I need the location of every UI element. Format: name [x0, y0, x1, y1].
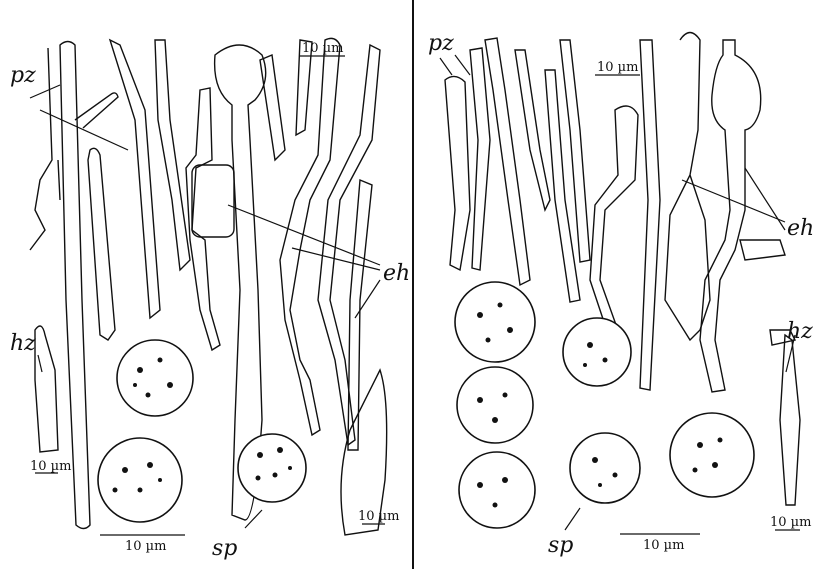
right-hyphae — [444, 31, 801, 506]
pointer-arrows — [29, 54, 796, 531]
label-sp: sp — [212, 536, 237, 561]
right-spores — [454, 281, 755, 529]
scale-bar-label: 10 µm — [643, 538, 684, 553]
label-pz: pz — [10, 63, 36, 88]
scale-bar-label: 10 µm — [302, 41, 343, 56]
spore — [97, 437, 183, 523]
spore — [569, 432, 641, 504]
spore — [454, 281, 536, 363]
label-pz: pz — [428, 31, 454, 56]
label-sp: sp — [548, 533, 573, 558]
label-eh: eh — [383, 261, 410, 286]
spore — [562, 317, 632, 387]
scale-bar-label: 10 µm — [770, 515, 811, 530]
label-eh: eh — [787, 216, 814, 241]
left-spores — [97, 339, 307, 523]
spore — [237, 433, 307, 503]
spore — [116, 339, 194, 417]
left-hyphae — [29, 37, 388, 536]
spore — [669, 412, 755, 498]
label-hz: hz — [787, 319, 813, 344]
scale-bar-label: 10 µm — [358, 509, 399, 524]
scale-bar-label: 10 µm — [597, 60, 638, 75]
spore — [458, 451, 536, 529]
scale-bar-label: 10 µm — [125, 539, 166, 554]
spore — [456, 366, 534, 444]
scale-bar-label: 10 µm — [30, 459, 71, 474]
label-hz: hz — [10, 331, 36, 356]
scale-bar-lines — [35, 55, 800, 536]
